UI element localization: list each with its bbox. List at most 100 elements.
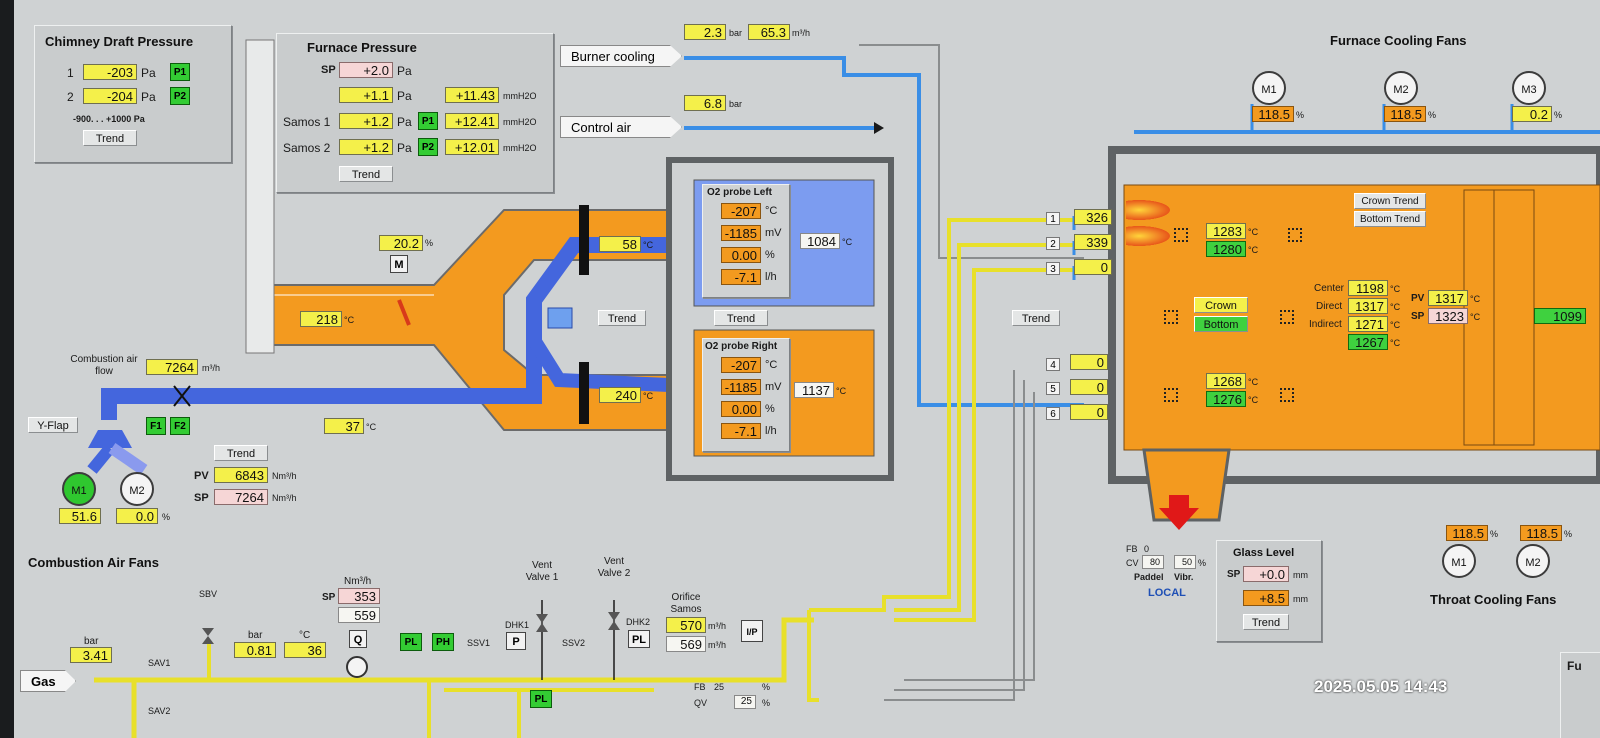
combustion-trend-button[interactable]: Trend [214,445,268,461]
flame-icon [1126,200,1170,220]
o2-right-mv: -1185 [721,379,761,395]
dhk2-pressure-switch[interactable]: PL [628,630,650,648]
paddel-fb-value: 0 [1144,544,1150,554]
chimney-p1-unit: Pa [141,66,156,80]
furnace-t1-unit: °C [1248,227,1259,237]
furnace-pressure-title: Furnace Pressure [307,40,417,55]
combustion-air-temp-unit: °C [366,422,377,432]
chimney-p2-tag[interactable]: P2 [170,87,190,105]
yflap-button[interactable]: Y-Flap [28,417,78,433]
gas-qv-label: QV [694,698,708,708]
gas-qv-value: 25 [734,695,756,709]
damper-motor[interactable]: M [390,255,408,273]
furnace-pressure-panel: Furnace Pressure SP +2.0 Pa +1.1 Pa +11.… [276,33,554,193]
gas-pl2-tag[interactable]: PL [530,690,552,708]
fp-sp-value[interactable]: +2.0 [339,62,393,78]
ca-pv-unit: Nm³/h [272,471,297,481]
throat-cooling-fans-title: Throat Cooling Fans [1430,592,1557,607]
vibr-unit: % [1198,558,1207,568]
combustion-fan-m1[interactable]: M1 [62,472,96,506]
chimney-p1-tag[interactable]: P1 [170,63,190,81]
indirect-label: Indirect [1309,319,1342,330]
furnace-sp-unit: °C [1470,312,1481,322]
fp-samos1-mm: +12.41 [445,113,499,129]
gas-p2-label: bar [248,630,263,641]
glass-level-pv-unit: mm [1293,594,1308,604]
fp-samos2-value: +1.2 [339,139,393,155]
o2-right-mv-unit: mV [765,381,782,393]
regen-right-temp: 1137 [794,382,834,398]
fp-sp-label: SP [321,64,336,76]
burner-cooling-label: Burner cooling [560,45,682,67]
damper-position: 20.2 [379,235,423,251]
throat-fan-m1[interactable]: M1 [1442,544,1476,578]
combustion-fan-m2[interactable]: M2 [120,472,154,506]
hmi-screen: Chimney Draft Pressure 1 -203 Pa P1 2 -2… [14,0,1600,738]
glass-level-sp[interactable]: +0.0 [1243,566,1289,582]
ip-converter[interactable]: I/P [741,620,763,642]
cooling-fan-m1-value: 118.5 [1252,106,1294,122]
flue-temp-bottom-unit: °C [643,391,654,401]
regen-left-temp: 1084 [800,233,840,249]
furnace-pv: 1317 [1428,290,1468,306]
cooling-fan-m3[interactable]: M3 [1512,71,1546,105]
combustion-tag-f2[interactable]: F2 [170,417,190,435]
combustion-fan-m2-value: 0.0 [116,508,158,524]
gas-q-meter[interactable]: Q [349,630,367,648]
throat-fan-m2-unit: % [1564,529,1573,539]
fp-samos2-tag[interactable]: P2 [418,138,438,156]
furnace-sp[interactable]: 1323 [1428,308,1468,324]
burner-2-value: 339 [1074,234,1112,250]
throat-fan-m1-value: 118.5 [1446,525,1488,541]
burner-cooling-flow-unit: m³/h [792,28,810,38]
gas-sp-label: SP [322,592,336,603]
crown-button[interactable]: Crown [1194,297,1248,313]
fp-trend-button[interactable]: Trend [339,166,393,182]
cooling-fan-m1[interactable]: M1 [1252,71,1286,105]
combustion-fan-unit: % [162,512,171,522]
chimney-trend-button[interactable]: Trend [83,130,137,146]
combustion-tag-f1[interactable]: F1 [146,417,166,435]
bottom-trend-button[interactable]: Bottom Trend [1354,211,1426,227]
throat-fan-m2[interactable]: M2 [1516,544,1550,578]
gas-pl-tag[interactable]: PL [400,633,422,651]
fp-pv-value: +1.1 [339,87,393,103]
gas-t-value: 36 [284,642,326,658]
combustion-air-flow: 7264 [146,359,198,375]
ca-sp-value[interactable]: 7264 [214,489,268,505]
gas-ph-tag[interactable]: PH [432,633,454,651]
chimney-row2-label: 2 [67,90,74,104]
fp-samos1-tag[interactable]: P1 [418,112,438,130]
cooling-fan-m2-value: 118.5 [1384,106,1426,122]
o2-left-flow-unit: l/h [765,271,777,283]
gas-sp-value[interactable]: 353 [338,588,380,604]
o2-right-panel: O2 probe Right -207 °C -1185 mV 0.00 % -… [702,338,790,452]
gas-p2-value: 0.81 [234,642,276,658]
crown-trend-button[interactable]: Crown Trend [1354,193,1426,209]
thermocouple-icon-3 [1164,310,1178,324]
bottom-button[interactable]: Bottom [1194,316,1248,332]
center-temp: 1198 [1348,280,1388,296]
o2-trend-button[interactable]: Trend [714,310,768,326]
gas-p1-value: 3.41 [70,647,112,663]
flue-temp-top: 58 [599,236,641,252]
burners-trend-button[interactable]: Trend [1012,310,1060,326]
fp-sp-unit: Pa [397,64,412,78]
o2-right-temp: -207 [721,357,761,373]
glass-level-panel: Glass Level SP +0.0 mm +8.5 mm Trend [1216,540,1322,642]
burner-6-index: 6 [1046,407,1060,420]
furnace-right-value: 1099 [1534,308,1586,324]
chimney-p2-value: -204 [83,88,137,104]
o2-right-title: O2 probe Right [705,341,778,352]
o2-left-title: O2 probe Left [707,187,773,198]
dhk1-pressure-switch[interactable]: P [506,632,526,650]
glass-level-trend-button[interactable]: Trend [1243,614,1289,630]
flue-trend-button[interactable]: Trend [598,310,646,326]
cooling-fan-m2[interactable]: M2 [1384,71,1418,105]
o2-right-flow-unit: l/h [765,425,777,437]
furnace-t2-bottom: 1276 [1206,391,1246,407]
paddel-label: Paddel [1134,572,1164,582]
o2-left-temp-unit: °C [765,205,778,217]
flue-temp-left: 218 [300,311,342,327]
thermocouple-icon-4 [1280,310,1294,324]
